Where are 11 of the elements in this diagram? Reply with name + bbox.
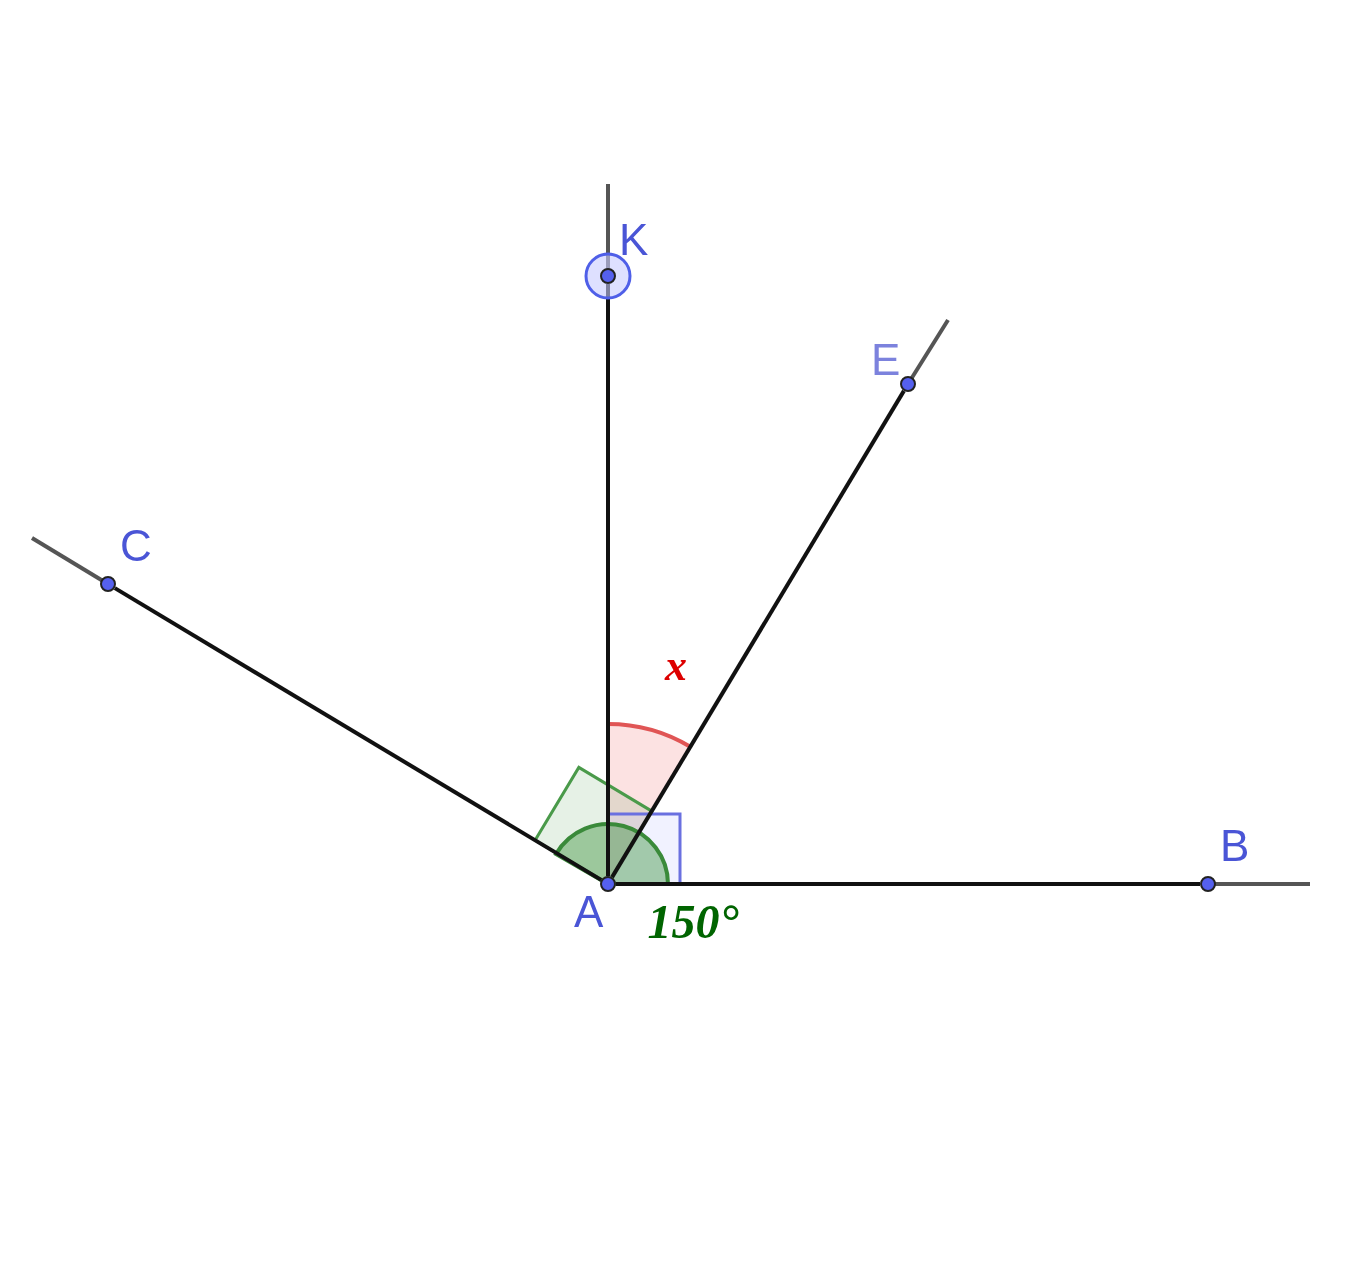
line-segment: [113, 586, 603, 882]
point-label: K: [619, 218, 649, 262]
line-segment: [616, 882, 1200, 886]
line-segment: [610, 389, 906, 879]
angle-label: 150°: [647, 898, 739, 946]
point-label: E: [871, 338, 901, 382]
line-segment: [606, 284, 610, 876]
angle-label: x: [665, 644, 687, 688]
point-label: C: [120, 524, 152, 568]
point-label: A: [574, 890, 604, 934]
point-label: B: [1220, 824, 1250, 868]
